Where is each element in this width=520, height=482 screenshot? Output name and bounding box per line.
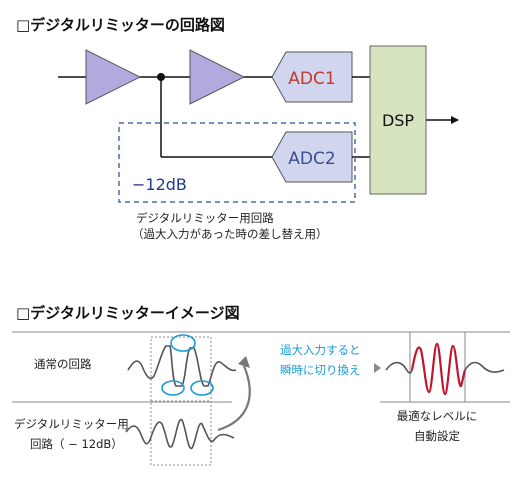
switch-arrow-icon — [374, 363, 381, 373]
limiter-circuit-label-line2: 回路（ − 12dB） — [30, 437, 123, 451]
limiter-waveform — [125, 418, 235, 450]
switch-text-line1: 過大入力すると — [280, 343, 361, 357]
amplifier-2 — [189, 49, 246, 105]
clip-highlight-bottom-left — [161, 380, 185, 396]
amplifier-1 — [85, 49, 142, 105]
result-line1: 最適なレベルに — [397, 409, 478, 423]
clipped-waveform — [127, 345, 237, 387]
limiter-circuit-label-line1: デジタルリミッター用 — [14, 417, 129, 431]
adc1-label: ADC1 — [288, 69, 335, 89]
switch-text-line2: 瞬時に切り換え — [280, 363, 361, 377]
section2-title: □デジタルリミッターイメージ図 — [16, 304, 240, 322]
switch-curve-arrow — [217, 365, 251, 432]
attenuation-label: −12dB — [132, 175, 187, 194]
result-waveform-tail — [464, 361, 505, 373]
clip-highlight-bottom-right — [190, 380, 214, 396]
normal-circuit-label: 通常の回路 — [34, 357, 92, 371]
optimized-waveform — [410, 342, 467, 396]
dsp-label: DSP — [382, 111, 414, 130]
adc2-label: ADC2 — [288, 149, 335, 169]
caption-line2: （過大入力があった時の差し替え用） — [132, 227, 328, 241]
limiter-dashed-box — [118, 122, 356, 203]
caption-line1: デジタルリミッター用回路 — [136, 211, 274, 225]
section1-title: □デジタルリミッターの回路図 — [16, 16, 225, 34]
clip-highlight-top — [170, 334, 196, 352]
result-line2: 自動設定 — [414, 429, 460, 443]
switch-curve-arrowhead — [238, 356, 250, 368]
result-waveform — [385, 361, 413, 374]
